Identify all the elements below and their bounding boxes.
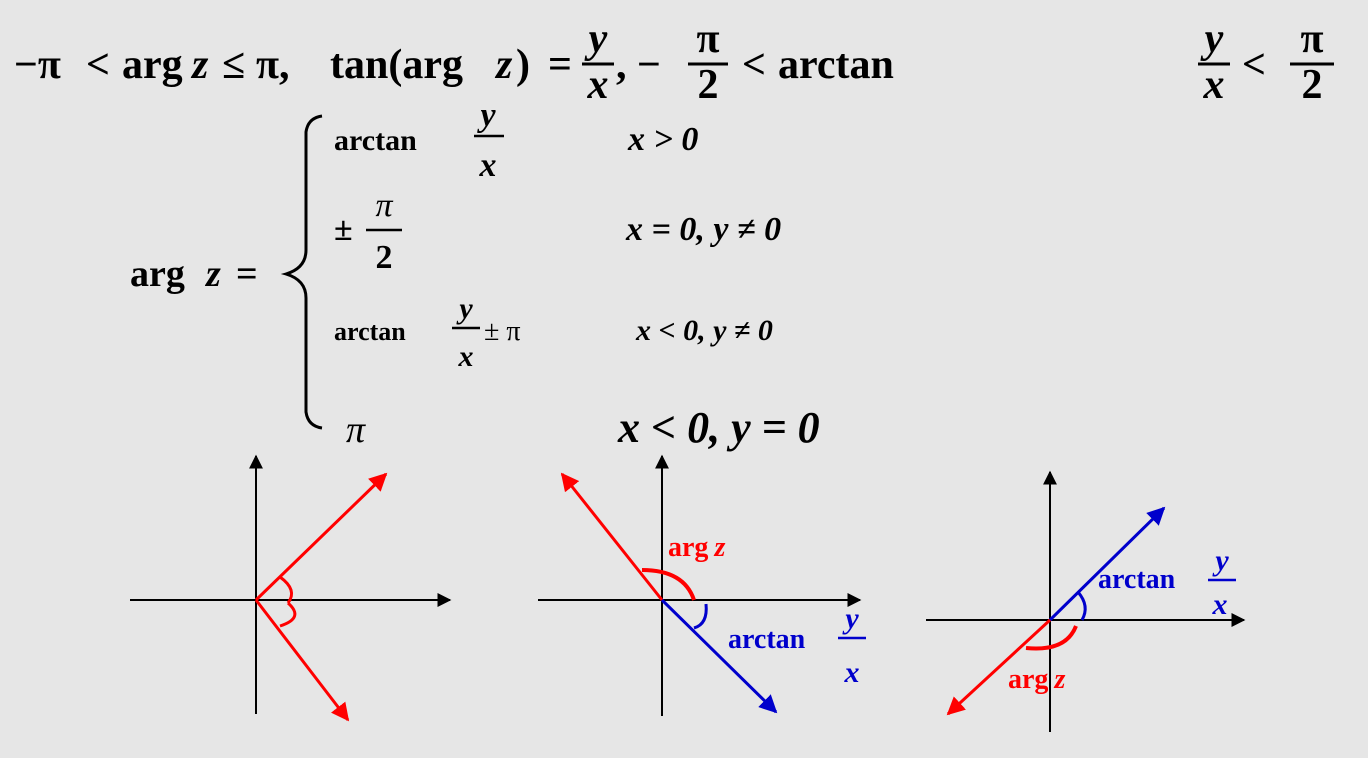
fig1-arc-lower bbox=[279, 601, 297, 628]
svg-text:arctan: arctan bbox=[728, 624, 806, 655]
less-than-2: < bbox=[742, 42, 766, 88]
frac1-den: x bbox=[587, 62, 609, 108]
fig2-ray-red bbox=[560, 472, 664, 601]
svg-text:x: x bbox=[1212, 588, 1228, 621]
case1-num: y bbox=[476, 97, 496, 134]
case3-condition: x < 0, y ≠ 0 bbox=[635, 314, 773, 347]
lhs-z: z bbox=[204, 253, 221, 295]
frac2-num: π bbox=[696, 16, 719, 62]
case3-num: y bbox=[456, 292, 473, 325]
lhs-arg: arg bbox=[130, 253, 185, 295]
fig2-arc-red bbox=[641, 568, 696, 601]
fig2-ray-blue bbox=[660, 598, 778, 714]
figure-1 bbox=[130, 454, 452, 722]
fig1-ray-up bbox=[254, 472, 388, 602]
fig3-arctan-label: arctan y x bbox=[1098, 544, 1236, 621]
lhs-equals: = bbox=[236, 253, 258, 295]
case2-den: 2 bbox=[376, 239, 393, 276]
tan-close: ) bbox=[516, 42, 530, 88]
case1-arctan: arctan bbox=[334, 124, 417, 157]
frac3-den: x bbox=[1203, 62, 1225, 108]
case3-den: x bbox=[458, 340, 474, 373]
svg-text:y: y bbox=[842, 602, 859, 635]
svg-text:arctan: arctan bbox=[1098, 564, 1176, 595]
curly-brace bbox=[280, 114, 323, 430]
frac2-den: 2 bbox=[698, 62, 719, 108]
case4-condition: x < 0, y = 0 bbox=[617, 403, 820, 452]
header-formula: −π < arg z ≤ π, tan(arg z ) = y x , − π … bbox=[14, 16, 1334, 108]
piecewise-definition: arg z = arctan y x x > 0 ± π 2 x = 0, y … bbox=[130, 97, 820, 452]
case2-num: π bbox=[375, 187, 393, 224]
comma-minus: , − bbox=[616, 42, 661, 88]
fig1-arc-upper bbox=[279, 575, 294, 604]
fig3-ray-blue bbox=[1048, 506, 1166, 622]
fig2-arc-blue bbox=[693, 603, 708, 630]
case1-condition: x > 0 bbox=[627, 121, 698, 158]
less-than-3: < bbox=[1242, 42, 1266, 88]
case3-suffix: ± π bbox=[484, 316, 521, 347]
tan-open: tan(arg bbox=[330, 42, 463, 88]
frac4-num: π bbox=[1300, 16, 1323, 62]
minus-pi: −π bbox=[14, 42, 61, 88]
less-equal: ≤ bbox=[222, 42, 245, 88]
less-than-1: < bbox=[86, 42, 110, 88]
case2-condition: x = 0, y ≠ 0 bbox=[625, 211, 781, 248]
svg-text:x: x bbox=[844, 656, 860, 689]
fig2-arctan-label: arctan y x bbox=[728, 602, 866, 689]
fig3-arc-red bbox=[1025, 625, 1078, 651]
pi-comma: π, bbox=[256, 42, 290, 88]
frac1-num: y bbox=[584, 16, 608, 62]
case1-den: x bbox=[479, 147, 497, 184]
fig3-ray-red bbox=[946, 618, 1052, 716]
arg-text-1: arg bbox=[122, 42, 183, 88]
frac4-den: 2 bbox=[1302, 62, 1323, 108]
fig1-ray-down bbox=[254, 599, 350, 722]
case3-arctan: arctan bbox=[334, 317, 406, 346]
svg-text:y: y bbox=[1212, 544, 1229, 577]
arctan-text-1: arctan bbox=[778, 42, 894, 88]
z-var-1: z bbox=[190, 42, 209, 88]
equals-1: = bbox=[548, 42, 572, 88]
case4-pi: π bbox=[346, 409, 366, 451]
z-var-2: z bbox=[494, 42, 513, 88]
fig3-arc-blue bbox=[1076, 591, 1087, 621]
case2-pm: ± bbox=[334, 211, 353, 248]
frac3-num: y bbox=[1200, 16, 1224, 62]
